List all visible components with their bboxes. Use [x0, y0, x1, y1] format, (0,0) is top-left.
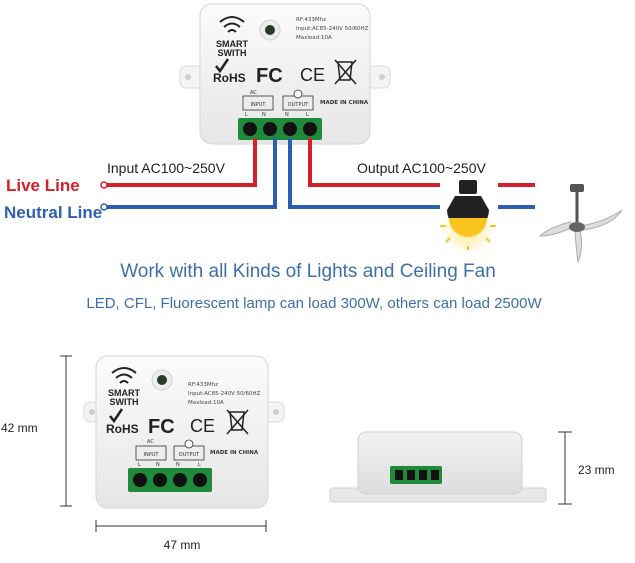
device-body — [199, 3, 371, 145]
device-top: SMART SWITH RF:433Mhz Input:AC85-240V 50… — [179, 3, 391, 145]
terminal-screw — [173, 473, 187, 487]
check-icon — [215, 58, 230, 74]
terminal-slot — [419, 470, 427, 480]
terminal-block — [128, 468, 212, 492]
input-spec: Input:AC85-240V 50/60HZ — [188, 391, 261, 397]
term-n2-label: N — [285, 112, 289, 118]
headline: Work with all Kinds of Lights and Ceilin… — [120, 261, 496, 282]
subline: LED, CFL, Fluorescent lamp can load 300W… — [86, 295, 542, 312]
weee-bin-icon — [334, 59, 357, 85]
maxload-spec: Maxload:10A — [188, 400, 224, 406]
input-frame — [242, 95, 274, 111]
term-n-label: N — [156, 462, 160, 468]
neutral-terminal-end — [100, 203, 108, 211]
ce-mark: CE — [190, 416, 215, 436]
rf-spec: RF:433Mhz — [188, 382, 218, 388]
term-l2-label: L — [306, 112, 309, 118]
brand-line2: SWITH — [218, 48, 247, 58]
depth-label: 23 mm — [578, 463, 615, 477]
terminal-screw — [193, 473, 207, 487]
terminal-screw — [133, 473, 147, 487]
wifi-icon — [111, 367, 137, 384]
height-label: 42 mm — [1, 421, 38, 435]
terminal-screw — [243, 122, 257, 136]
dimension-width — [95, 520, 267, 532]
neutral-wire-output — [288, 138, 440, 209]
input-voltage-label: Input AC100~250V — [107, 160, 226, 176]
ac-label: AC — [250, 90, 257, 96]
screw-hole-icon — [273, 409, 279, 415]
term-l2-label: L — [198, 462, 201, 468]
rohs-mark: RoHS — [106, 422, 139, 436]
terminal-screw — [283, 122, 297, 136]
made-in-label: MADE IN CHINA — [320, 100, 369, 106]
brand-line1: SMART — [216, 39, 248, 49]
ac-label: AC — [147, 439, 154, 445]
weee-bin-icon — [226, 409, 249, 435]
term-l-label: L — [138, 462, 141, 468]
live-wire-output — [308, 138, 440, 187]
lamp-symbol-icon — [184, 439, 194, 449]
fc-mark: FC — [148, 416, 175, 438]
brand-line1: SMART — [108, 388, 140, 398]
rf-spec: RF:433Mhz — [296, 17, 326, 23]
live-line-label: Live Line — [6, 176, 80, 195]
screw-hole-icon — [89, 409, 95, 415]
input-label: INPUT — [251, 102, 267, 108]
fc-mark: FC — [256, 65, 283, 87]
device-side-body — [357, 431, 523, 495]
term-n2-label: N — [176, 462, 180, 468]
output-label: OUTPUT — [179, 452, 200, 458]
device-side-view — [329, 431, 547, 503]
live-terminal-end — [100, 181, 108, 189]
terminal-slot — [407, 470, 415, 480]
device-front-view: SMART SWITH RF:433Mhz Input:AC85-240V 50… — [83, 355, 285, 509]
led-indicator — [157, 375, 167, 385]
neutral-line-label: Neutral Line — [4, 203, 102, 222]
input-label: INPUT — [144, 452, 160, 458]
term-n-label: N — [262, 112, 266, 118]
ceiling-fan-icon — [538, 184, 623, 264]
terminal-block — [238, 118, 322, 140]
screw-hole-icon — [185, 74, 191, 80]
output-voltage-label: Output AC100~250V — [357, 160, 486, 176]
terminal-slot — [431, 470, 439, 480]
terminal-slot — [395, 470, 403, 480]
maxload-spec: Maxload:10A — [296, 35, 332, 41]
neutral-wire-input — [104, 138, 277, 209]
live-wire-input — [104, 138, 257, 187]
lamp-symbol-icon — [293, 89, 303, 99]
width-label: 47 mm — [164, 538, 201, 552]
light-bulb-icon — [440, 180, 496, 254]
term-l-label: L — [245, 112, 248, 118]
brand-line2: SWITH — [110, 397, 139, 407]
check-icon — [109, 408, 124, 424]
dimension-height — [60, 355, 72, 507]
ce-mark: CE — [300, 65, 325, 85]
terminal-screw — [153, 473, 167, 487]
rohs-mark: RoHS — [213, 71, 246, 85]
input-spec: Input:AC85-240V 50/60HZ — [296, 26, 369, 32]
wires — [104, 138, 535, 209]
made-in-label: MADE IN CHINA — [210, 450, 259, 456]
wifi-icon — [219, 16, 245, 33]
dimension-depth — [558, 431, 572, 505]
input-frame — [135, 445, 167, 461]
terminal-screw — [263, 122, 277, 136]
led-indicator — [265, 25, 275, 35]
screw-hole-icon — [379, 74, 385, 80]
terminal-screw — [303, 122, 317, 136]
output-label: OUTPUT — [288, 102, 309, 108]
